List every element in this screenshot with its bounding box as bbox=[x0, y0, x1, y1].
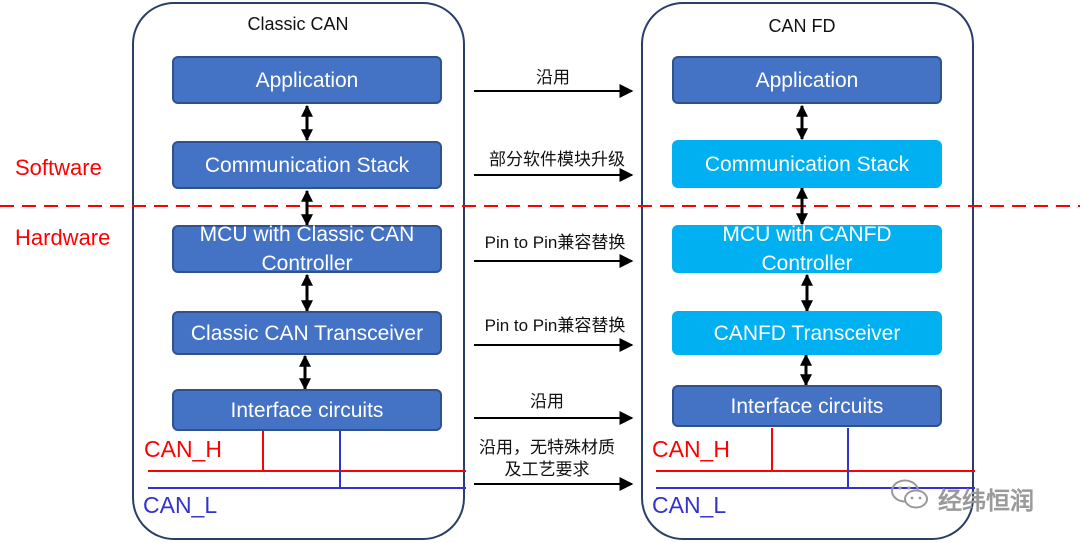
hardware-label: Hardware bbox=[15, 225, 111, 250]
classic-can-title: Classic CAN bbox=[247, 14, 349, 34]
mapping-label-interface: 沿用 bbox=[530, 392, 564, 411]
left-interface-circuits-block: Interface circuits bbox=[172, 389, 442, 431]
right-interface-circuits-block: Interface circuits bbox=[672, 385, 942, 427]
left-transceiver-block: Classic CAN Transceiver bbox=[172, 311, 442, 355]
right-can-l-label: CAN_L bbox=[652, 492, 727, 518]
right-mcu-controller-block: MCU with CANFD Controller bbox=[672, 223, 942, 275]
left-mcu-controller-block: MCU with Classic CAN Controller bbox=[172, 223, 442, 275]
mapping-label-bus: 沿用，无特殊材质 及工艺要求 bbox=[479, 438, 615, 479]
watermark-text: 经纬恒润 bbox=[938, 488, 1034, 515]
can-fd-title: CAN FD bbox=[768, 16, 836, 36]
left-application-block: Application bbox=[172, 56, 442, 104]
left-communication-stack-block: Communication Stack bbox=[172, 141, 442, 189]
wechat-icon bbox=[891, 479, 928, 509]
left-can-h-label: CAN_H bbox=[144, 436, 222, 462]
left-can-l-label: CAN_L bbox=[143, 492, 218, 518]
can-fd-panel bbox=[641, 2, 974, 540]
mapping-label-mcu: Pin to Pin兼容替换 bbox=[484, 233, 626, 252]
mapping-label-transceiver: Pin to Pin兼容替换 bbox=[484, 316, 626, 335]
right-application-block: Application bbox=[672, 56, 942, 104]
mapping-label-application: 沿用 bbox=[536, 68, 570, 87]
right-communication-stack-block: Communication Stack bbox=[672, 140, 942, 188]
right-can-h-label: CAN_H bbox=[652, 436, 730, 462]
right-transceiver-block: CANFD Transceiver bbox=[672, 311, 942, 355]
mapping-label-stack: 部分软件模块升级 bbox=[489, 150, 625, 169]
classic-can-panel bbox=[132, 2, 465, 540]
software-label: Software bbox=[15, 155, 102, 180]
